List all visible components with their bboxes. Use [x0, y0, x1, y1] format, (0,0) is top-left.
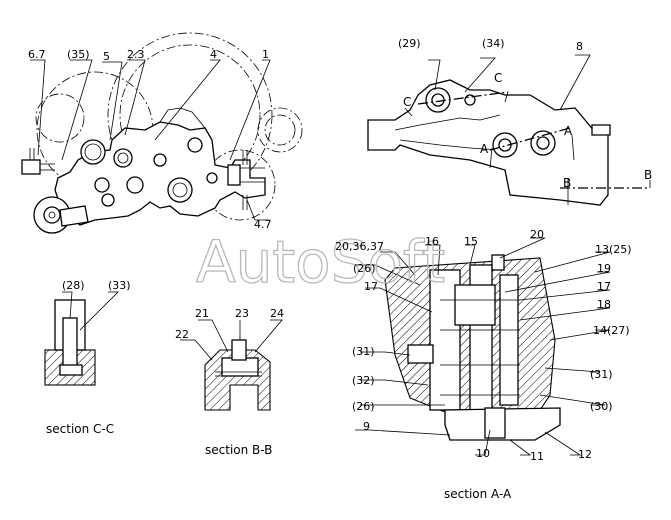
pump-front-view: [21, 32, 303, 234]
callout-21: 21: [195, 307, 209, 320]
callout-8: 8: [576, 40, 583, 53]
callout-6-7: 6.7: [28, 48, 46, 61]
callout-26-upper: (26): [353, 262, 376, 275]
callout-34: (34): [482, 37, 505, 50]
callout-26-lower: (26): [352, 400, 375, 413]
callout-20-36-37: 20,36,37: [335, 240, 384, 253]
callout-18: 18: [597, 298, 611, 311]
callout-5: 5: [103, 50, 110, 63]
section-cc-title: section C-C: [46, 422, 114, 436]
pump-side-view: [367, 54, 651, 206]
callout-13-25: 13(25): [595, 243, 632, 256]
callout-31-left: (31): [352, 345, 375, 358]
callout-10: 10: [476, 447, 490, 460]
callout-33: (33): [108, 279, 131, 292]
watermark-text: AutoSoft: [196, 228, 445, 296]
section-mark-c-left: C: [403, 95, 411, 109]
callout-23: 23: [235, 307, 249, 320]
callout-35: (35): [67, 48, 90, 61]
section-bb-drawing: [180, 319, 283, 411]
callout-32: (32): [352, 374, 375, 387]
callout-16: 16: [425, 235, 439, 248]
callout-4-7: 4.7: [254, 218, 272, 231]
callout-31-right: (31): [590, 368, 613, 381]
callout-17-left: 17: [364, 280, 378, 293]
callout-4: 4: [210, 48, 217, 61]
callout-30: (30): [590, 400, 613, 413]
section-cc-drawing: [44, 291, 119, 386]
callout-28: (28): [62, 279, 85, 292]
section-mark-c-right: C: [494, 71, 502, 85]
callout-9: 9: [363, 420, 370, 433]
section-mark-a-lower: A: [480, 142, 489, 156]
section-bb-title: section B-B: [205, 443, 272, 457]
section-mark-a-upper: A: [564, 124, 573, 138]
callout-11: 11: [530, 450, 544, 463]
callout-17-right: 17: [597, 280, 611, 293]
callout-14-27: 14(27): [593, 324, 630, 337]
callout-22: 22: [175, 328, 189, 341]
section-aa-drawing: [355, 237, 611, 456]
section-aa-title: section A-A: [444, 487, 512, 501]
callout-1: 1: [262, 48, 269, 61]
section-mark-b2: B: [644, 168, 652, 182]
section-mark-b: B: [563, 176, 571, 190]
callout-2-3: 2.3: [127, 48, 145, 61]
callout-12: 12: [578, 448, 592, 461]
callout-29: (29): [398, 37, 421, 50]
callout-24: 24: [270, 307, 284, 320]
callout-19: 19: [597, 262, 611, 275]
callout-15: 15: [464, 235, 478, 248]
callout-20: 20: [530, 228, 544, 241]
